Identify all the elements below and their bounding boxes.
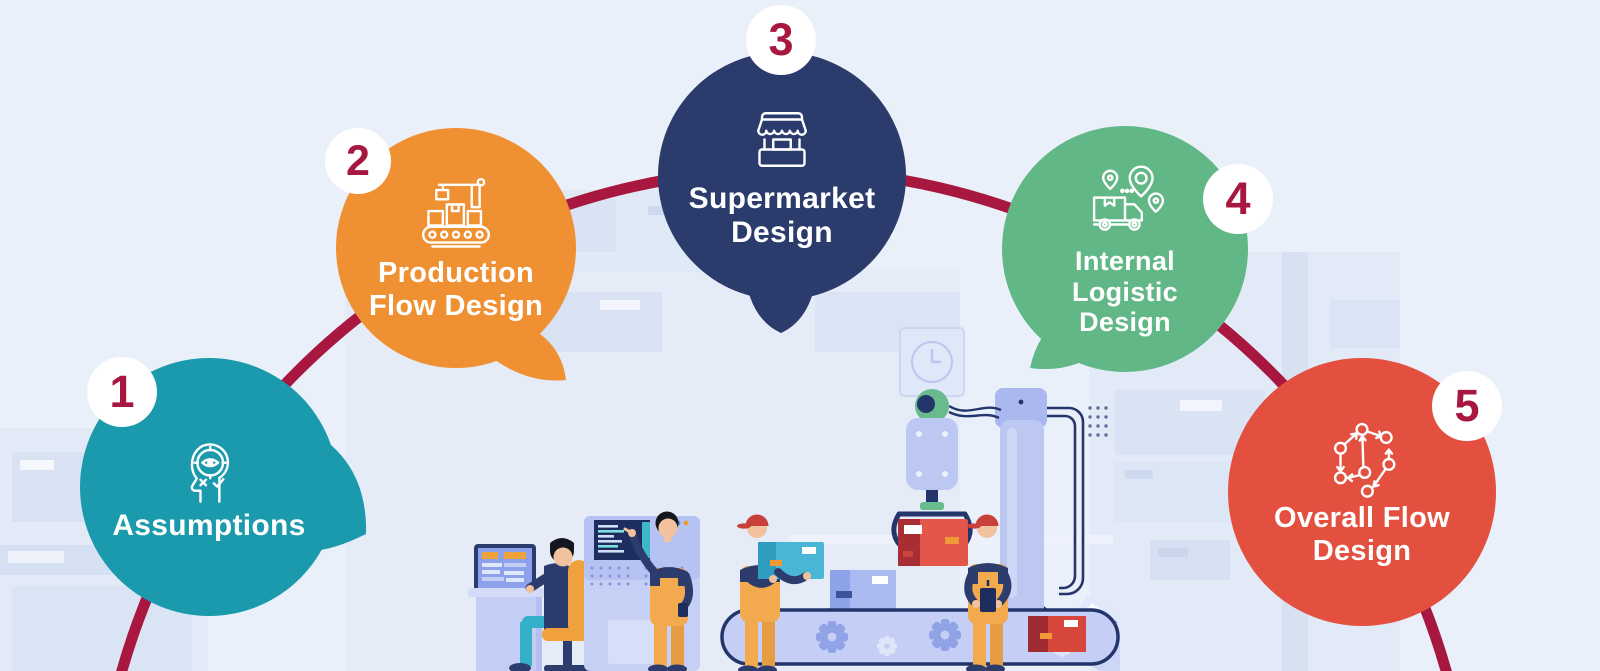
step-label-line: Flow Design bbox=[368, 290, 544, 322]
wall-clock bbox=[899, 327, 965, 397]
step-number-badge-1: 1 bbox=[87, 357, 157, 427]
step-number: 4 bbox=[1225, 173, 1251, 224]
step-label-line: Assumptions bbox=[112, 509, 306, 543]
step-number-badge-2: 2 bbox=[325, 128, 391, 194]
monitor bbox=[474, 544, 536, 594]
step-number-badge-5: 5 bbox=[1432, 371, 1502, 441]
step-number-badge-3: 3 bbox=[746, 5, 816, 75]
worker-with-tablet bbox=[964, 514, 1012, 671]
supermarket-stall-icon bbox=[742, 102, 822, 182]
dots-pattern bbox=[1088, 406, 1108, 437]
step-bubble-supermarket: Supermarket Design bbox=[658, 52, 906, 300]
box-on-belt bbox=[830, 570, 896, 612]
logistics-truck-pins-icon bbox=[1082, 160, 1168, 246]
step-label-line: Overall Flow bbox=[1273, 502, 1451, 535]
worker-carrying-box bbox=[737, 514, 824, 671]
step-number-badge-4: 4 bbox=[1203, 164, 1273, 234]
step-bubble-internal-logistic: Internal Logistic Design bbox=[1002, 126, 1248, 372]
mind-assumptions-icon bbox=[170, 431, 248, 509]
step-label-line: Supermarket bbox=[688, 182, 876, 216]
step-label-line: Design bbox=[1312, 535, 1412, 567]
red-box-lifted bbox=[898, 519, 968, 566]
machine-column bbox=[995, 388, 1096, 657]
step-number: 3 bbox=[768, 14, 794, 65]
step-label-line: Internal bbox=[1075, 246, 1175, 277]
step-label: Overall Flow Design bbox=[1274, 502, 1450, 568]
factory-illustration bbox=[468, 327, 1120, 671]
worker-pointing bbox=[623, 511, 693, 671]
step-number: 1 bbox=[109, 366, 135, 417]
seated-operator bbox=[509, 538, 594, 671]
computer-workstation bbox=[468, 544, 576, 671]
step-label-line: Production bbox=[377, 257, 535, 290]
production-conveyor-icon bbox=[414, 173, 498, 257]
teal-box bbox=[758, 542, 824, 579]
step-label-line: Design bbox=[731, 216, 833, 249]
red-box-on-belt bbox=[1028, 616, 1086, 652]
step-label: Supermarket Design bbox=[689, 182, 876, 250]
step-label-line: Design bbox=[1079, 307, 1171, 338]
robot-arm bbox=[891, 389, 1002, 566]
step-number: 5 bbox=[1454, 380, 1480, 431]
step-number: 2 bbox=[346, 136, 370, 185]
step-label: Internal Logistic Design bbox=[1072, 246, 1178, 338]
step-label: Assumptions bbox=[112, 509, 305, 543]
flow-network-icon bbox=[1319, 416, 1405, 502]
step-label-line: Logistic bbox=[1072, 276, 1178, 307]
step-label: Production Flow Design bbox=[369, 257, 543, 323]
